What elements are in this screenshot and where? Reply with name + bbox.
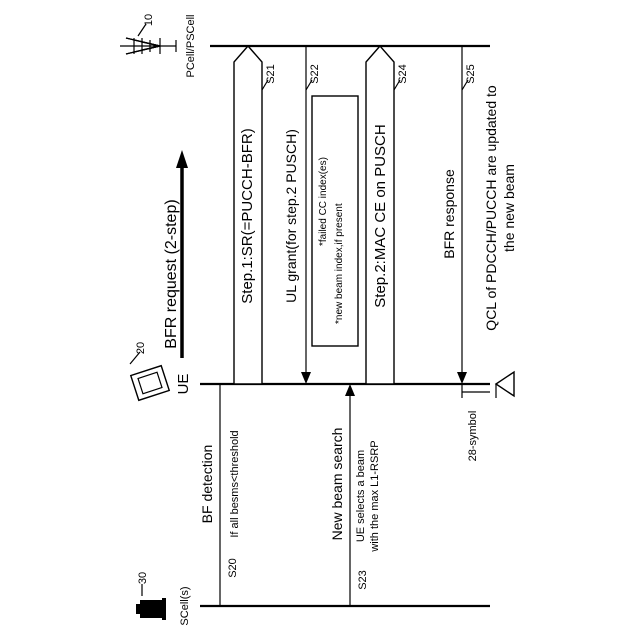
s24-content-line2: *new beam index,if present [334,203,345,324]
qcl-update-line2: the new beam [501,164,517,252]
s21-ref: S21 [265,64,277,84]
s24-label: Step.2:MAC CE on PUSCH [372,124,389,307]
s20-ref: S20 [227,558,239,578]
cell-tower-icon [120,38,176,54]
title-arrowhead [176,150,188,168]
s24-ref: S24 [397,64,409,84]
s21-label: Step.1:SR(=PUCCH-BFR) [239,128,256,303]
user-equipment-icon [131,366,169,401]
symbol-interval-label: 28-symbol [467,411,479,462]
s25-arrowhead [457,372,467,384]
s20-note: If all besms<threshold [229,430,241,537]
qcl-update-line1: QCL of PDCCH/PUCCH are updated to [483,85,499,331]
ue-label: UE [175,374,192,395]
diagram-title: BFR request (2-step) [163,199,180,348]
s23-arrowhead [345,384,355,396]
small-cell-icon [136,598,166,620]
s25-ref: S25 [465,64,477,84]
s24-content-line1: *failed CC index(es) [318,157,329,246]
s22-label: UL grant(for step.2 PUSCH) [283,129,299,303]
s23-title: New beam search [329,428,345,541]
s25-label: BFR response [441,169,457,259]
s23-note-line2: with the max L1-RSRP [369,440,381,552]
pcell-label: PCell/PSCell [185,15,197,78]
scell-ref-number: 30 [137,572,149,584]
s23-note-line1: UE selects a beam [355,450,367,542]
s22-ref: S22 [309,64,321,84]
ue-ref-number: 20 [135,342,147,354]
s23-ref: S23 [357,570,369,590]
symbol-interval-arrowhead [496,372,514,396]
pcell-ref-number: 10 [143,14,155,26]
s22-arrowhead [301,372,311,384]
s20-title: BF detection [199,445,215,524]
scell-label: SCell(s) [179,586,191,625]
